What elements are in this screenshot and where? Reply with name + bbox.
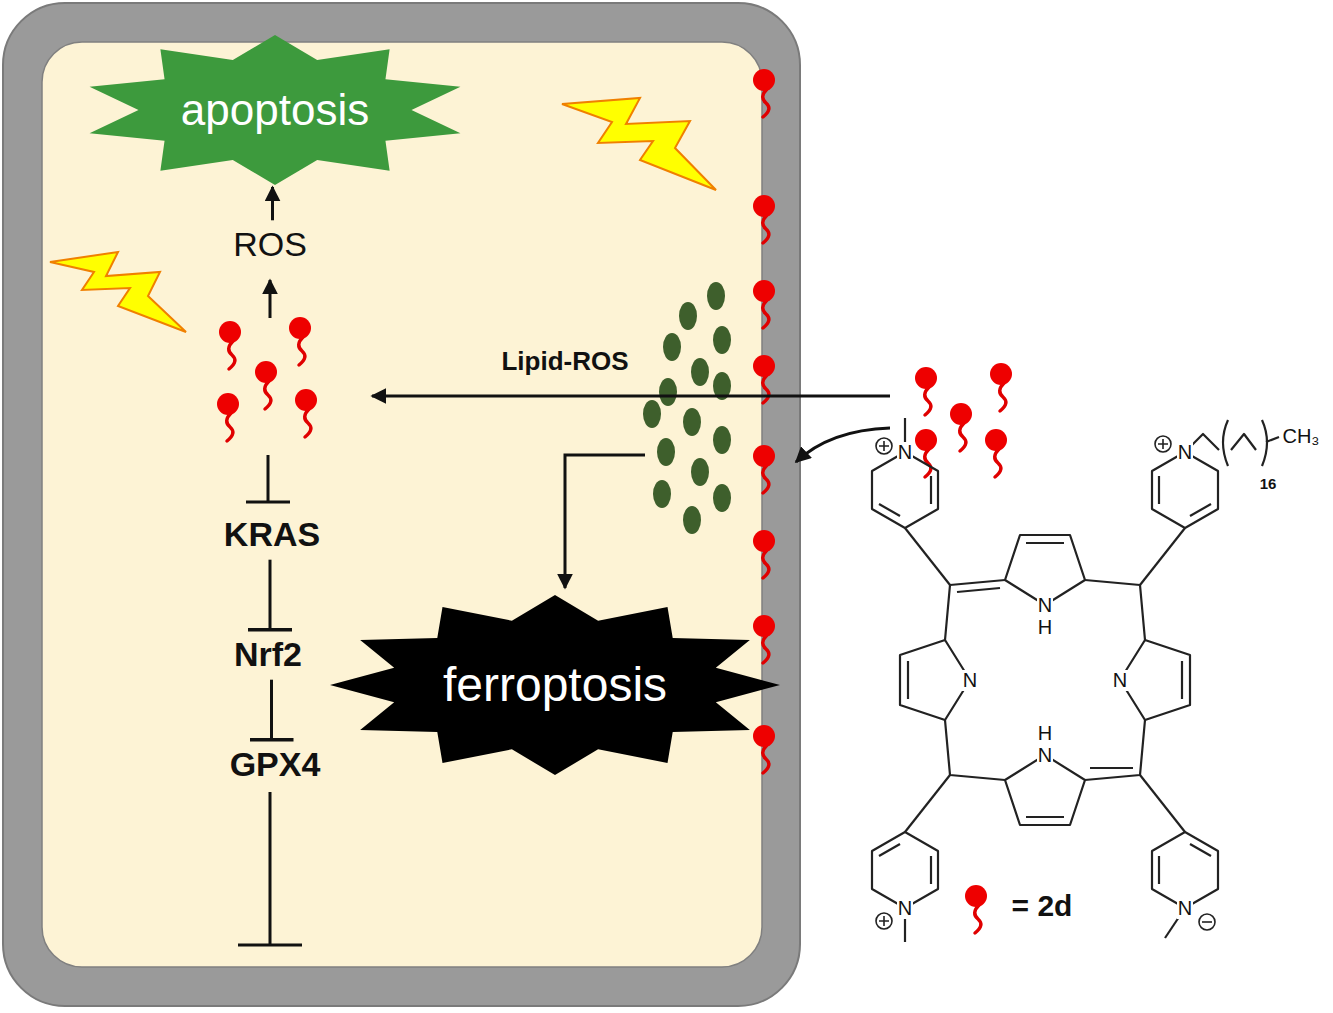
pathway-arrows xyxy=(238,280,890,945)
node-text: KRAS xyxy=(224,516,320,553)
atom-label: H xyxy=(1038,723,1052,744)
light-bolt xyxy=(562,98,716,190)
inhibition-connector xyxy=(270,680,273,741)
atom-label: CH₃ xyxy=(1281,426,1320,447)
extracellular-photosensitizer xyxy=(915,363,1012,477)
protein-label: GPX4 xyxy=(224,744,327,785)
arrow-label: Lipid-ROS xyxy=(501,348,628,375)
atom-label: N xyxy=(897,898,913,919)
repeat-count: 16 xyxy=(1259,476,1278,492)
legend-molecule xyxy=(965,885,987,933)
node-text: apoptosis xyxy=(181,86,369,134)
light-bolt xyxy=(50,252,186,332)
cytoplasm xyxy=(42,42,762,967)
node-text: Nrf2 xyxy=(234,636,302,673)
ferroptosis-burst: ferroptosis xyxy=(330,595,780,775)
protein-label: KRAS xyxy=(218,514,326,555)
activation-arrow xyxy=(271,187,274,220)
node-text: GPX4 xyxy=(230,746,321,783)
atom-label: N xyxy=(1037,745,1053,766)
atom-label: N xyxy=(962,670,978,691)
apoptosis-burst: apoptosis xyxy=(80,35,470,185)
porphyrin-structure xyxy=(872,418,1279,942)
node-text: ferroptosis xyxy=(443,659,667,712)
compound-label: = 2d xyxy=(1012,890,1073,922)
inhibition-connector xyxy=(269,560,272,631)
burst-outline xyxy=(90,35,461,185)
membrane-photosensitizer xyxy=(753,69,775,773)
atom-label: H xyxy=(1038,617,1052,638)
protein-label: Nrf2 xyxy=(228,634,308,675)
molecule-label: ROS xyxy=(227,224,313,265)
lipid-cluster xyxy=(643,282,731,534)
intracellular-photosensitizer xyxy=(217,317,317,441)
atom-label: N xyxy=(1112,670,1128,691)
cell-membrane xyxy=(3,3,800,1006)
atom-label: N xyxy=(897,442,913,463)
atom-label: N xyxy=(1177,898,1193,919)
burst-outline xyxy=(330,595,780,775)
node-text: ROS xyxy=(233,226,307,263)
atom-label: N xyxy=(1037,595,1053,616)
atom-label: N xyxy=(1177,442,1193,463)
